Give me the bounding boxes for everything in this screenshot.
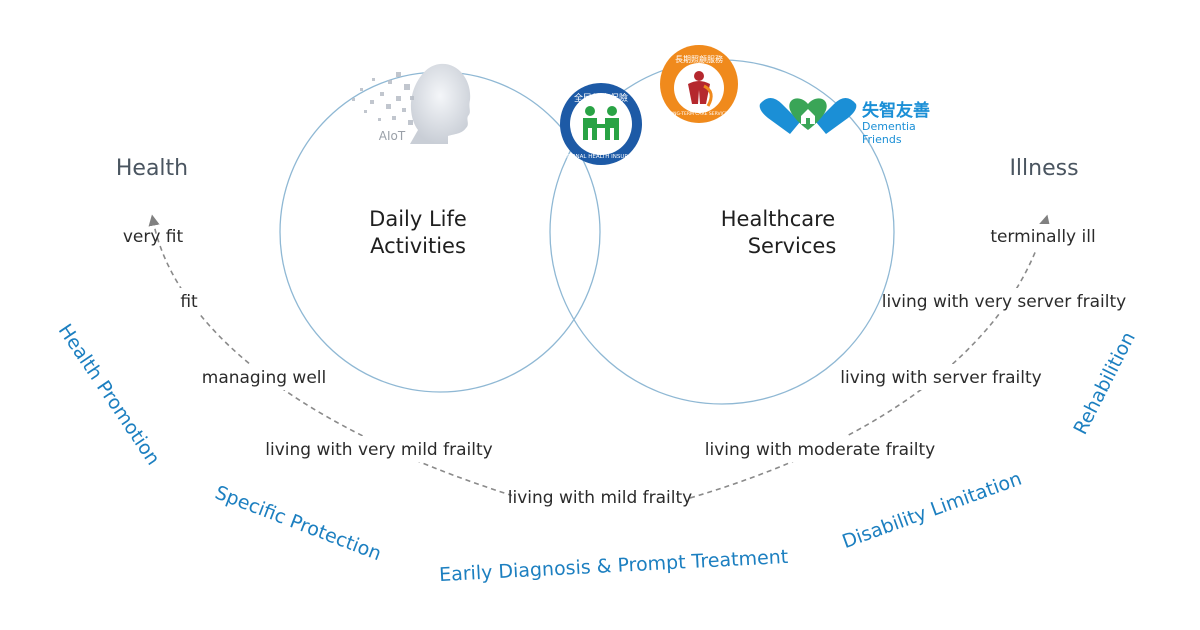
rehabilitation-label: Rehabilition — [1069, 328, 1139, 438]
stage-terminally-ill: terminally ill — [990, 227, 1095, 247]
nhi-people-icon — [583, 106, 619, 140]
stage-fit: fit — [180, 292, 198, 312]
stage-very-fit: very fit — [123, 227, 184, 247]
ai-face-icon — [410, 63, 471, 144]
stage-managing-well: managing well — [202, 368, 326, 388]
stage-server-frailty: living with server frailty — [840, 368, 1041, 388]
continuum-path-right — [689, 214, 1051, 499]
nhi-logo: 全民健康保險 NATIONAL HEALTH INSURANCE — [559, 83, 644, 165]
dementia-zh-text: 失智友善 — [862, 100, 930, 121]
continuum-path-left — [148, 214, 521, 499]
health-promotion-label: Health Promotion — [54, 320, 165, 469]
stage-very-mild-frailty: living with very mild frailty — [265, 440, 492, 460]
stage-moderate-frailty: living with moderate frailty — [705, 440, 935, 460]
healthcare-title-line2: Services — [748, 234, 837, 258]
nhi-top-text: 全民健康保險 — [574, 92, 628, 104]
ltc-logo: 長期照顧服務 LONG-TERM CARE SERVICES — [660, 45, 738, 123]
aiot-logo: AIoT — [352, 63, 471, 144]
ltc-caregiver-icon — [688, 71, 713, 107]
nhi-ring-text: NATIONAL HEALTH INSURANCE — [559, 154, 644, 160]
specific-protection-label: Specific Protection — [212, 482, 384, 566]
stage-mild-frailty: living with mild frailty — [508, 488, 692, 508]
ltc-ring-text: LONG-TERM CARE SERVICES — [667, 111, 731, 117]
disability-limitation-label: Disability Limitation — [839, 468, 1024, 553]
dementia-hands-heart-icon — [759, 98, 857, 134]
daily-life-title-line1: Daily Life — [369, 207, 467, 231]
aiot-label: AIoT — [379, 129, 406, 143]
health-pole-label: Health — [116, 156, 188, 181]
dementia-en-line1: Dementia — [862, 120, 916, 133]
healthcare-title-line1: Healthcare — [721, 207, 835, 231]
daily-life-title-line2: Activities — [370, 234, 466, 258]
illness-pole-label: Illness — [1009, 156, 1078, 181]
dementia-en-line2: Friends — [862, 133, 902, 146]
dementia-friends-logo: 失智友善 Dementia Friends — [759, 98, 930, 146]
ltc-top-text: 長期照顧服務 — [675, 54, 723, 64]
stage-very-server-frailty: living with very server frailty — [882, 292, 1126, 312]
early-diagnosis-label: Earily Diagnosis & Prompt Treatment — [439, 546, 789, 586]
